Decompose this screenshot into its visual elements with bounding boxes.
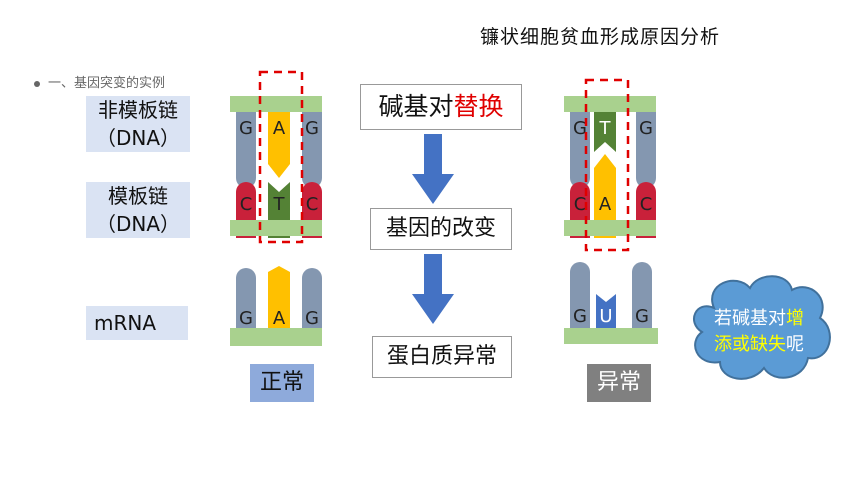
- normal-top-backbone: [230, 96, 322, 112]
- tag-normal: 正常: [250, 364, 314, 402]
- abnormal-base-top-mid: [594, 112, 616, 152]
- abnormal-mrna-base-1: [570, 262, 590, 330]
- normal-mrna-base-1: [236, 268, 256, 330]
- bullet-dot: [34, 80, 40, 87]
- down-arrow-icon: [412, 134, 454, 204]
- flow-step1-highlight: 替换: [453, 92, 504, 121]
- normal-nt-letter-2: A: [273, 118, 286, 139]
- normal-nt-letter-1: G: [239, 118, 253, 139]
- abnormal-t-letter-3: C: [640, 194, 653, 215]
- label-template-strand: 模板链 （DNA）: [86, 182, 190, 238]
- flow-step-substitution: 碱基对替换: [360, 84, 522, 130]
- abnormal-dna-diagram: G T G C A C G U G: [564, 78, 658, 344]
- section-bullet: 一、基因突变的实例: [34, 72, 165, 91]
- normal-highlight-box: [258, 70, 304, 244]
- abnormal-base-top-left: [570, 112, 590, 188]
- abnormal-mrna-base-3: [632, 262, 652, 330]
- abnormal-highlight-box: [584, 78, 630, 252]
- bullet-text: 一、基因突变的实例: [48, 76, 166, 91]
- label-non-template-strand: 非模板链 （DNA）: [86, 96, 190, 152]
- abnormal-nt-letter-2: T: [599, 118, 612, 139]
- abnormal-base-bottom-mid: [594, 154, 616, 238]
- flow-step-protein-abnormal: 蛋白质异常: [372, 336, 512, 378]
- label-mrna: mRNA: [86, 306, 188, 340]
- cloud-shape: [693, 275, 831, 380]
- page-title: 镰状细胞贫血形成原因分析: [480, 26, 721, 48]
- normal-base-top-right: [302, 112, 322, 188]
- normal-non-template-bases: [236, 112, 322, 188]
- cloud-text-2: 增: [786, 308, 804, 329]
- label-template-line2: （DNA）: [95, 212, 181, 236]
- normal-mrna-base-2: [268, 266, 290, 330]
- normal-bottom-backbone: [230, 220, 322, 236]
- label-template-line1: 模板链: [108, 184, 168, 208]
- normal-base-top-left: [236, 112, 256, 188]
- abnormal-t-letter-2: A: [599, 194, 612, 215]
- normal-mrna-letter-1: G: [239, 308, 253, 329]
- abnormal-mrna-letter-1: G: [573, 306, 587, 327]
- abnormal-t-letter-1: C: [574, 194, 587, 215]
- abnormal-base-top-right: [636, 112, 656, 188]
- normal-dna-diagram: G A G C T C G A G: [230, 70, 322, 346]
- abnormal-top-backbone: [564, 96, 656, 112]
- abnormal-mrna-letter-3: G: [635, 306, 649, 327]
- label-non-template-line2: （DNA）: [95, 126, 181, 150]
- cloud-text-4: 呢: [786, 334, 804, 355]
- abnormal-mrna-backbone: [564, 328, 658, 344]
- flow-step-gene-change: 基因的改变: [370, 208, 512, 250]
- cloud-text-3: 添或缺失: [714, 334, 786, 355]
- abnormal-bottom-backbone: [564, 220, 656, 236]
- normal-t-letter-1: C: [240, 194, 253, 215]
- normal-mrna-base-3: [302, 268, 322, 330]
- abnormal-mrna-letter-2: U: [599, 306, 612, 327]
- normal-mrna-backbone: [230, 328, 322, 346]
- normal-mrna-letter-3: G: [305, 308, 319, 329]
- normal-nt-letter-3: G: [305, 118, 319, 139]
- abnormal-mrna-base-2: [596, 294, 616, 330]
- abnormal-nt-letter-3: G: [639, 118, 653, 139]
- abnormal-nt-letter-1: G: [573, 118, 587, 139]
- normal-mrna-letter-2: A: [273, 308, 286, 329]
- normal-t-letter-2: T: [273, 194, 286, 215]
- tag-abnormal: 异常: [587, 364, 651, 402]
- label-non-template-line1: 非模板链: [98, 98, 178, 122]
- normal-t-letter-3: C: [306, 194, 319, 215]
- flow-step1-prefix: 碱基对: [378, 92, 454, 121]
- abnormal-non-template-bases: [570, 112, 656, 188]
- down-arrow-icon: [412, 254, 454, 324]
- normal-base-top-mid: [268, 112, 290, 178]
- cloud-text-1: 若碱基对: [714, 308, 786, 329]
- cloud-question: 若碱基对增添或缺失呢: [690, 306, 828, 358]
